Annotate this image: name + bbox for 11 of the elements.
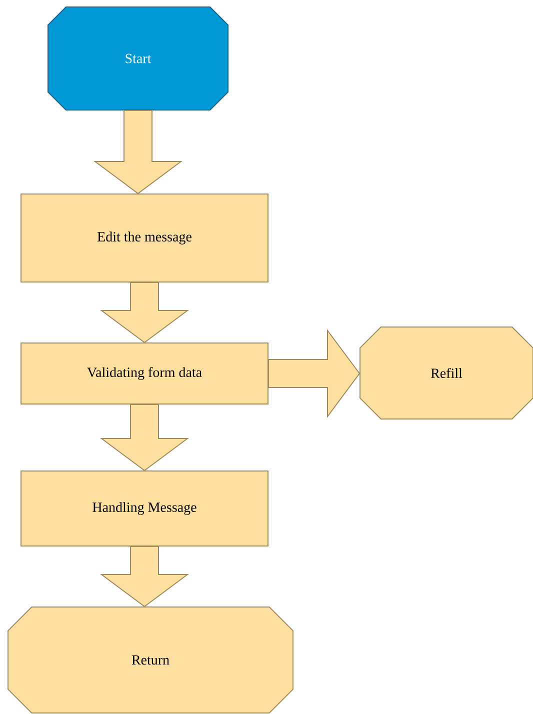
block-arrow	[100, 282, 189, 344]
block-arrow	[268, 329, 360, 418]
hexagon-node: Start	[48, 6, 228, 110]
block-arrow	[94, 110, 182, 194]
process-box: Validating form data	[20, 342, 268, 404]
block-arrow	[100, 404, 189, 472]
process-box: Edit the message	[20, 194, 268, 282]
block-arrow	[100, 546, 189, 608]
process-box: Handling Message	[20, 470, 268, 546]
hexagon-node: Return	[8, 606, 294, 714]
hexagon-node: Refill	[360, 326, 533, 420]
